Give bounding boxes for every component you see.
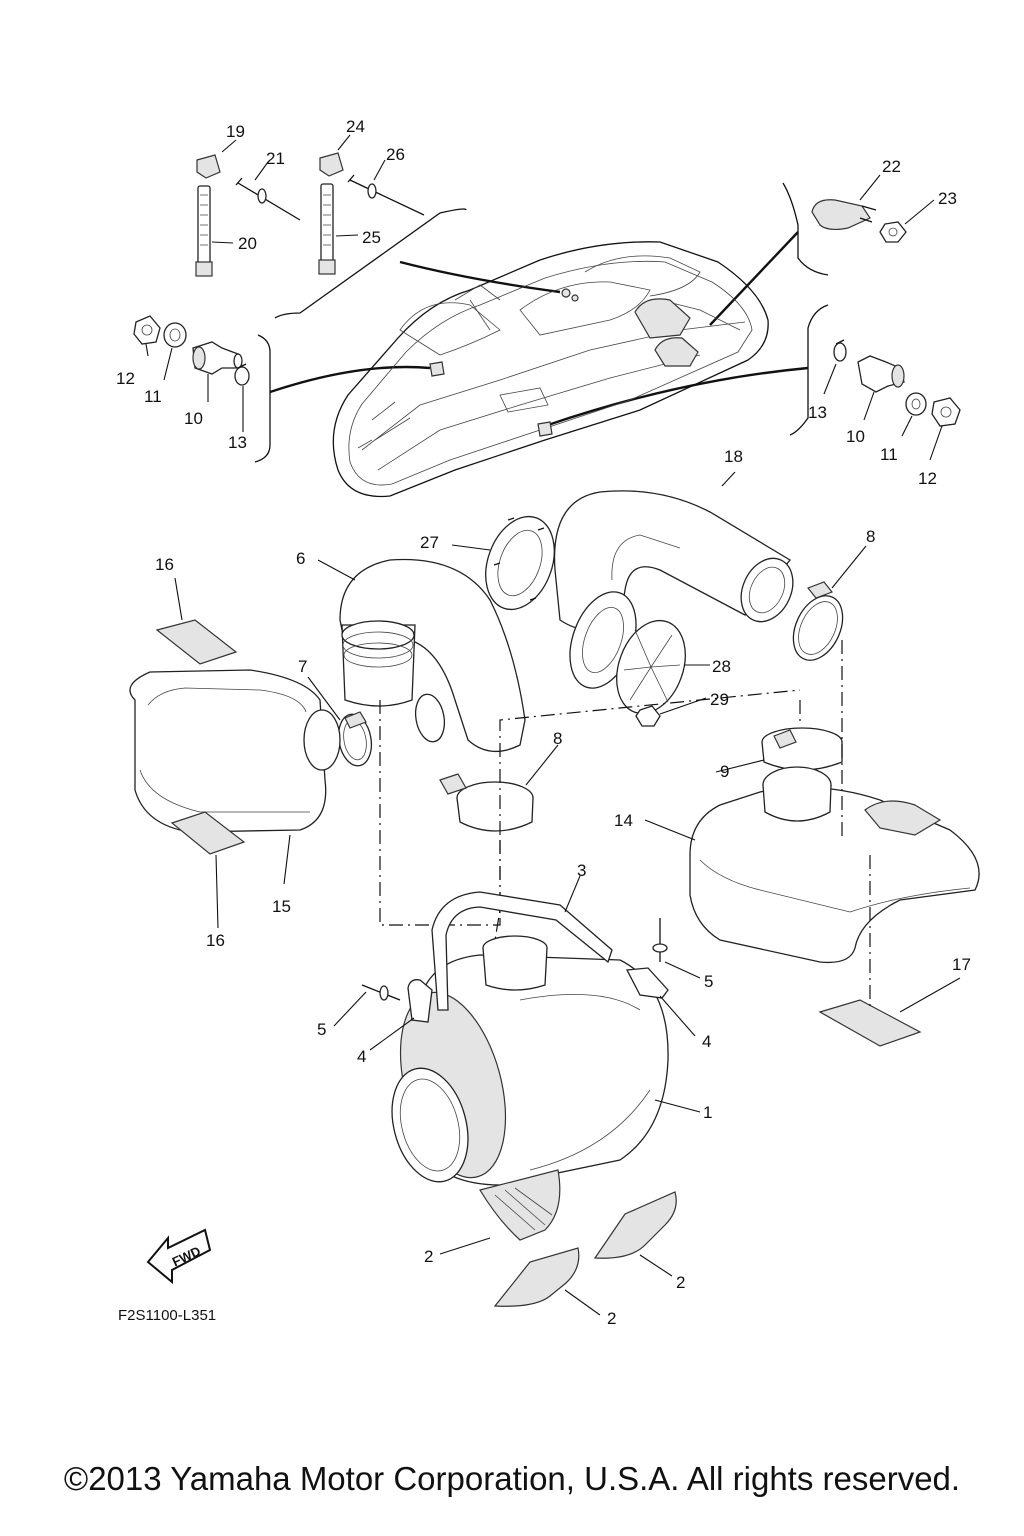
callout-label: 21 bbox=[266, 149, 285, 168]
intake-pipe-6 bbox=[339, 558, 526, 752]
clamp-13-left bbox=[234, 363, 250, 386]
callout-label: 17 bbox=[952, 955, 971, 974]
diagram-code: F2S1100-L351 bbox=[118, 1307, 216, 1324]
clamp-13-right bbox=[833, 339, 847, 362]
rivet-5-left bbox=[361, 984, 401, 1001]
callout-label: 13 bbox=[808, 403, 827, 422]
leader-line-left-fittings bbox=[269, 365, 431, 394]
strap-3 bbox=[431, 891, 613, 1011]
callout-label: 6 bbox=[296, 549, 305, 568]
callout-label: 13 bbox=[228, 433, 247, 452]
leader-line-right-top bbox=[709, 231, 799, 326]
callout-label: 4 bbox=[702, 1032, 711, 1051]
hull-fitting-right-marker bbox=[537, 421, 553, 437]
callout-label: 9 bbox=[720, 762, 729, 781]
callout-label: 27 bbox=[420, 533, 439, 552]
callout-label: 14 bbox=[614, 811, 633, 830]
callout-label: 19 bbox=[226, 122, 245, 141]
callout-label: 20 bbox=[238, 234, 257, 253]
callout-leaders bbox=[145, 134, 961, 1316]
hull-fitting-left-marker bbox=[429, 361, 445, 377]
callout-label: 5 bbox=[704, 972, 713, 991]
callout-label: 22 bbox=[882, 157, 901, 176]
callout-label: 5 bbox=[317, 1020, 326, 1039]
cable-tie-holder-19 bbox=[195, 154, 221, 277]
hull-airbox-detail bbox=[634, 298, 699, 367]
callout-label: 23 bbox=[938, 189, 957, 208]
nut-23 bbox=[879, 221, 907, 243]
hose-fitting-10-right bbox=[857, 355, 905, 393]
rivet-21 bbox=[235, 177, 301, 221]
pad-17 bbox=[818, 999, 922, 1047]
silencer-body-1 bbox=[391, 954, 669, 1186]
callout-label: 11 bbox=[144, 387, 162, 406]
pad-2-right bbox=[593, 1191, 677, 1259]
bracket-left-fittings bbox=[254, 334, 271, 463]
callout-label: 7 bbox=[298, 657, 307, 676]
callout-label: 16 bbox=[155, 555, 174, 574]
pad-16-upper bbox=[155, 619, 238, 665]
bracket-fasteners-top bbox=[274, 208, 467, 319]
pad-2-bottom bbox=[493, 1247, 580, 1307]
pad-2-under bbox=[479, 1169, 561, 1241]
callout-label: 24 bbox=[346, 117, 365, 136]
nut-12-left bbox=[133, 315, 161, 345]
screen-28 bbox=[616, 619, 686, 715]
clamp-7 bbox=[337, 711, 373, 767]
callout-label: 25 bbox=[362, 228, 381, 247]
callout-label: 8 bbox=[866, 527, 875, 546]
callout-label: 1 bbox=[703, 1103, 712, 1122]
guide-line-main bbox=[494, 840, 501, 941]
callout-label: 10 bbox=[184, 409, 203, 428]
intake-box-14 bbox=[689, 766, 980, 964]
clamp-9 bbox=[761, 727, 843, 771]
resonator-15 bbox=[129, 669, 341, 833]
callout-label: 11 bbox=[880, 445, 898, 464]
callout-label: 29 bbox=[710, 690, 729, 709]
clamp-8-upper bbox=[792, 581, 844, 661]
callout-label: 10 bbox=[846, 427, 865, 446]
bracket-4-left bbox=[407, 979, 433, 1023]
pad-16-lower bbox=[170, 811, 246, 855]
callout-label: 2 bbox=[607, 1309, 616, 1328]
rivet-5-right bbox=[652, 918, 668, 962]
bracket-right-fittings bbox=[789, 304, 829, 436]
copyright-notice: ©2013 Yamaha Motor Corporation, U.S.A. A… bbox=[63, 1460, 961, 1497]
callout-label: 8 bbox=[553, 729, 562, 748]
callout-label: 28 bbox=[712, 657, 731, 676]
callout-label: 2 bbox=[676, 1273, 685, 1292]
hull-fastener-marker bbox=[561, 288, 579, 302]
nut-12-right bbox=[931, 397, 961, 427]
bracket-4-right bbox=[625, 967, 669, 999]
callout-label: 12 bbox=[918, 469, 937, 488]
hose-fitting-10-left bbox=[192, 341, 243, 375]
callout-label: 12 bbox=[116, 369, 135, 388]
mount-ring-27 bbox=[485, 515, 555, 611]
callout-labels: 1 2 2 2 2 3 4 4 5 5 6 7 8 8 9 10 10 11 1… bbox=[116, 117, 971, 1328]
mount-bracket-22 bbox=[811, 199, 877, 231]
callout-label: 26 bbox=[386, 145, 405, 164]
callout-label: 16 bbox=[206, 931, 225, 950]
clamp-8-lower bbox=[439, 773, 534, 832]
watercraft-outline bbox=[332, 241, 769, 498]
leader-line-fasteners bbox=[399, 260, 561, 294]
callout-label: 3 bbox=[577, 861, 586, 880]
bolt-29 bbox=[635, 705, 661, 727]
fwd-arrow-icon: FWD bbox=[146, 1228, 212, 1285]
cable-tie-holder-24 bbox=[318, 152, 344, 275]
washer-11-right bbox=[905, 392, 927, 416]
callout-label: 15 bbox=[272, 897, 291, 916]
callout-label: 4 bbox=[357, 1047, 366, 1066]
callout-label: 18 bbox=[724, 447, 743, 466]
callout-label: 2 bbox=[424, 1247, 433, 1266]
rivet-26 bbox=[347, 174, 425, 216]
washer-11-left bbox=[163, 322, 187, 348]
bracket-right-top bbox=[782, 182, 829, 276]
leader-line-right-fittings bbox=[547, 366, 809, 427]
